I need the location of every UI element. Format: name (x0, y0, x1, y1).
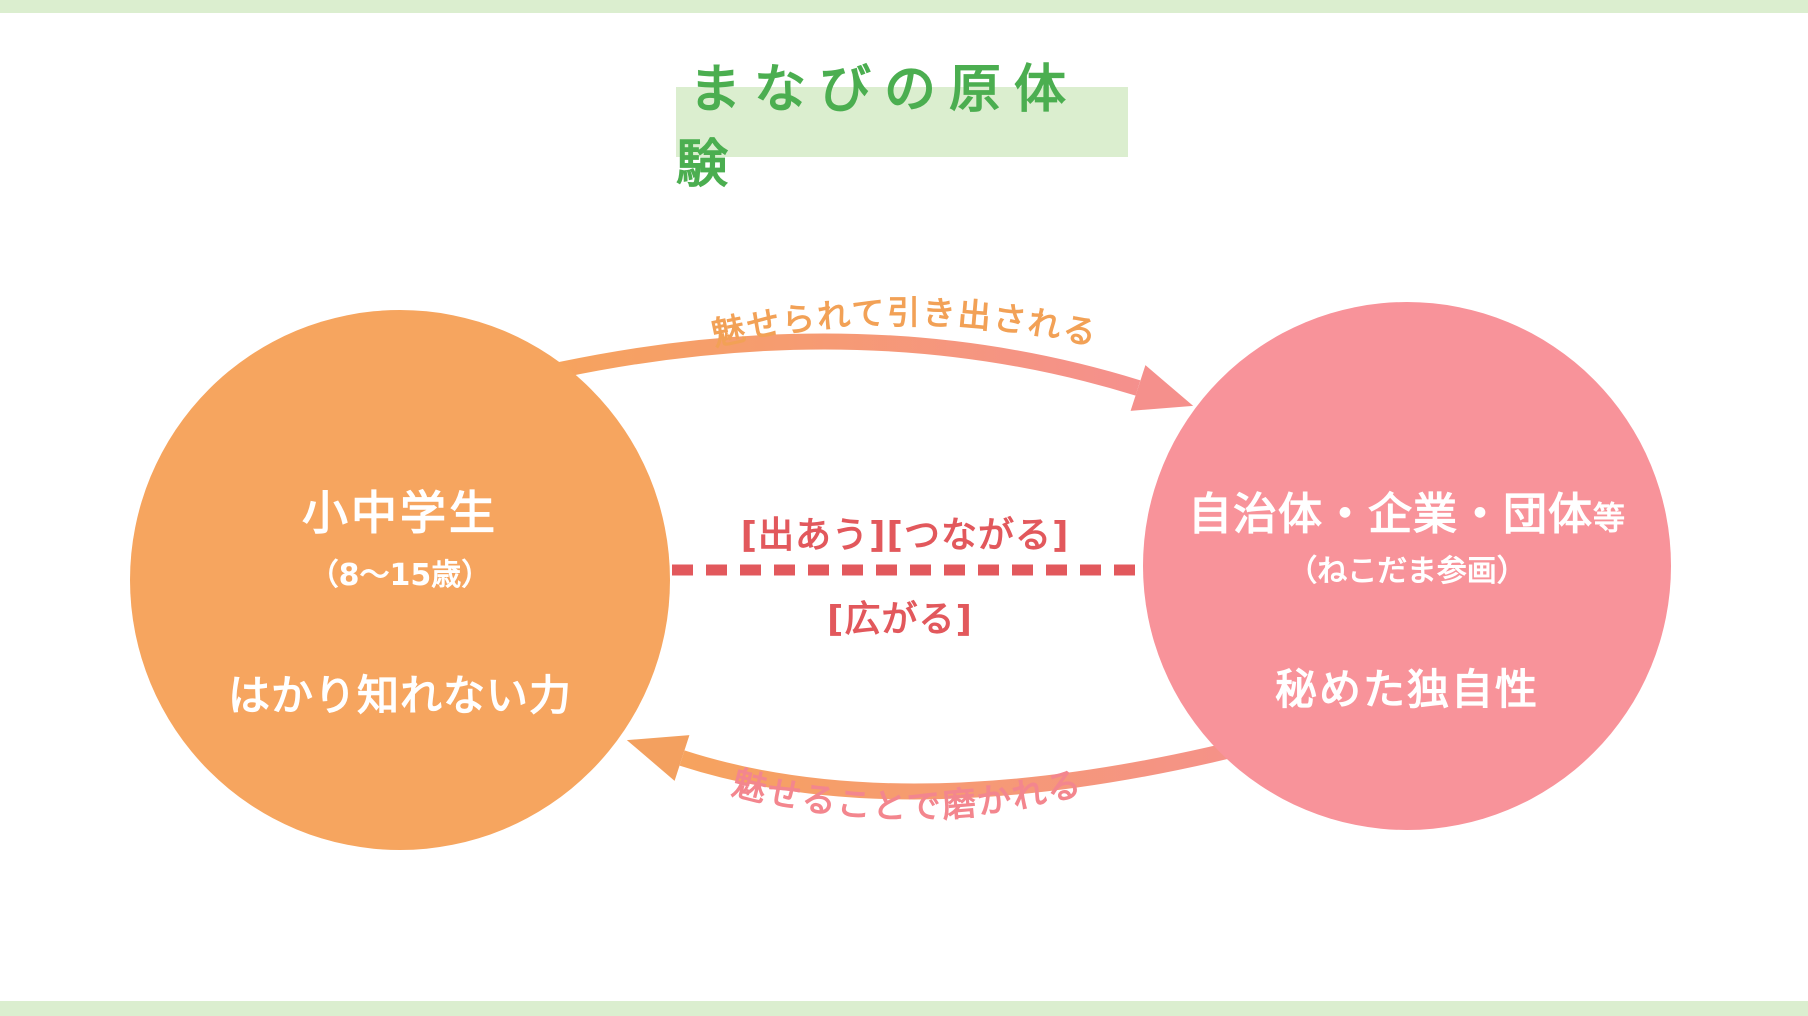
bottom-edge-bar (0, 1001, 1808, 1016)
organizations-circle-title-main: 自治体・企業・団体 (1187, 489, 1593, 540)
students-circle: 小中学生 （8〜15歳） はかり知れない力 (130, 310, 670, 850)
top-arrowhead-icon (1130, 365, 1194, 411)
organizations-circle-title-suffix: 等 (1592, 499, 1626, 537)
organizations-circle-trait: 秘めた独自性 (1274, 665, 1539, 714)
connector-label-lower: [広がる] (827, 599, 973, 640)
students-circle-subtitle: （8〜15歳） (308, 558, 492, 593)
page-title: まなびの原体験 (676, 60, 1128, 195)
bottom-arrow (679, 727, 1293, 800)
organizations-circle: 自治体・企業・団体等 （ねこだま参画） 秘めた独自性 (1143, 302, 1671, 830)
connector-label-upper: [出あう][つながる] (740, 515, 1070, 556)
students-circle-trait: はかり知れない力 (227, 671, 572, 720)
top-edge-bar (0, 0, 1808, 13)
bottom-arrow-label: 魅せることで磨かれる (728, 763, 1087, 827)
students-circle-title: 小中学生 (302, 486, 498, 540)
bottom-arrowhead-icon (626, 735, 690, 781)
organizations-circle-title: 自治体・企業・団体等 (1143, 478, 1671, 542)
top-arrow (558, 333, 1141, 396)
organizations-circle-subtitle: （ねこだま参画） (1287, 554, 1527, 589)
